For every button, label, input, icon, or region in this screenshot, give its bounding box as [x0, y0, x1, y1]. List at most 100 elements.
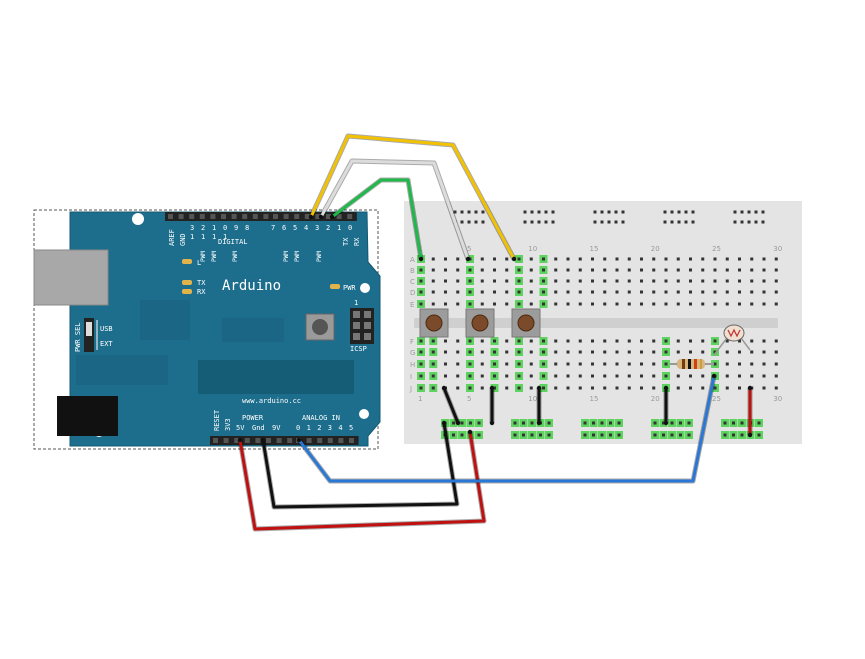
push-button-cap[interactable]: [517, 314, 535, 332]
breadboard-hole: [713, 279, 717, 283]
breadboard-hole: [701, 290, 705, 294]
breadboard-hole: [542, 290, 545, 294]
header-pin: [210, 214, 216, 219]
rail-hole: [453, 210, 457, 214]
push-button[interactable]: [511, 308, 541, 338]
push-button[interactable]: [465, 308, 495, 338]
breadboard-hole: [603, 302, 607, 306]
breadboard-hole: [419, 302, 423, 306]
breadboard-hole: [725, 302, 729, 306]
breadboard-hole: [627, 290, 631, 294]
header-pin: [168, 214, 173, 219]
breadboard-hole: [493, 290, 496, 294]
breadboard-hole: [676, 386, 680, 390]
push-button-cap[interactable]: [425, 314, 443, 332]
reset-button-cap[interactable]: [312, 319, 328, 335]
breadboard-hole: [542, 362, 545, 366]
rail-hole: [747, 210, 751, 214]
breadboard-hole: [554, 290, 558, 294]
breadboard-hole: [738, 339, 741, 343]
breadboard-hole: [444, 257, 447, 261]
breadboard-hole: [444, 302, 447, 306]
row-label: G: [410, 349, 415, 357]
rail-hole: [609, 421, 612, 425]
breadboard-hole: [738, 290, 741, 294]
breadboard-hole: [627, 257, 631, 261]
rail-hole: [523, 210, 527, 214]
pwm-label: PWM: [232, 251, 239, 262]
breadboard-hole: [762, 362, 766, 366]
breadboard-hole: [676, 290, 680, 294]
wire-red-short-end: [747, 385, 753, 391]
breadboard-hole: [505, 257, 509, 261]
digital-pin-number: 8: [245, 224, 249, 232]
rail-hole: [687, 421, 691, 425]
breadboard-holes: [417, 210, 778, 439]
breadboard-hole: [480, 386, 484, 390]
breadboard-hole: [615, 374, 619, 378]
wire-red-short-end: [747, 432, 753, 438]
breadboard-hole: [774, 362, 778, 366]
power-select-jumper[interactable]: [84, 318, 98, 352]
breadboard-hole: [689, 302, 692, 306]
wire-black-short-end: [455, 420, 461, 426]
breadboard-hole: [431, 339, 435, 343]
breadboard-hole: [566, 350, 570, 354]
breadboard-hole: [456, 374, 460, 378]
push-button-cap[interactable]: [471, 314, 489, 332]
breadboard-hole: [664, 339, 668, 343]
breadboard-hole: [640, 279, 643, 283]
column-number-top: 25: [712, 245, 721, 253]
column-number-top: 20: [651, 245, 660, 253]
rail-hole: [523, 220, 527, 224]
breadboard-hole: [468, 339, 472, 343]
rail-hole: [670, 421, 674, 425]
breadboard-hole: [713, 386, 717, 390]
rail-hole: [593, 210, 597, 214]
row-label: C: [410, 278, 415, 286]
rail-hole: [522, 433, 525, 437]
push-button[interactable]: [419, 308, 449, 338]
breadboard-hole: [578, 290, 582, 294]
rail-hole: [607, 210, 611, 214]
breadboard-hole: [738, 279, 741, 283]
rail-hole: [452, 433, 455, 437]
rail-hole: [513, 421, 517, 425]
breadboard-hole: [738, 268, 741, 272]
breadboard-hole: [640, 257, 643, 261]
breadboard-hole: [431, 386, 435, 390]
breadboard-hole: [517, 290, 521, 294]
breadboard-hole: [750, 339, 754, 343]
board-area: [222, 318, 284, 342]
wire-black-short-end: [441, 385, 447, 391]
header-pin: [252, 214, 258, 219]
breadboard-hole: [701, 257, 705, 261]
breadboard-hole: [468, 290, 472, 294]
breadboard-hole: [456, 268, 460, 272]
breadboard-channel: [414, 318, 778, 328]
rail-hole: [452, 421, 455, 425]
breadboard-hole: [517, 386, 521, 390]
breadboard-hole: [762, 290, 766, 294]
breadboard-hole: [591, 257, 594, 261]
breadboard-hole: [542, 339, 545, 343]
board-url: www.arduino.cc: [242, 397, 301, 405]
breadboard-hole: [529, 350, 533, 354]
breadboard-hole: [640, 268, 643, 272]
power-pin-label: 5V: [236, 424, 245, 432]
breadboard-hole: [554, 302, 558, 306]
digital-pin-number: 0: [348, 224, 352, 232]
rail-hole: [761, 220, 765, 224]
pwm-label: PWM: [294, 251, 301, 262]
breadboard-hole: [603, 386, 607, 390]
analog-pin-label: 2: [317, 424, 321, 432]
breadboard-hole: [468, 362, 472, 366]
digital-pin-number: 3: [190, 224, 194, 232]
breadboard-hole: [762, 339, 766, 343]
breadboard-hole: [676, 279, 680, 283]
breadboard-hole: [529, 339, 533, 343]
rail-hole: [530, 210, 534, 214]
rail-hole: [684, 210, 688, 214]
breadboard-hole: [505, 268, 509, 272]
rail-hole: [551, 210, 555, 214]
